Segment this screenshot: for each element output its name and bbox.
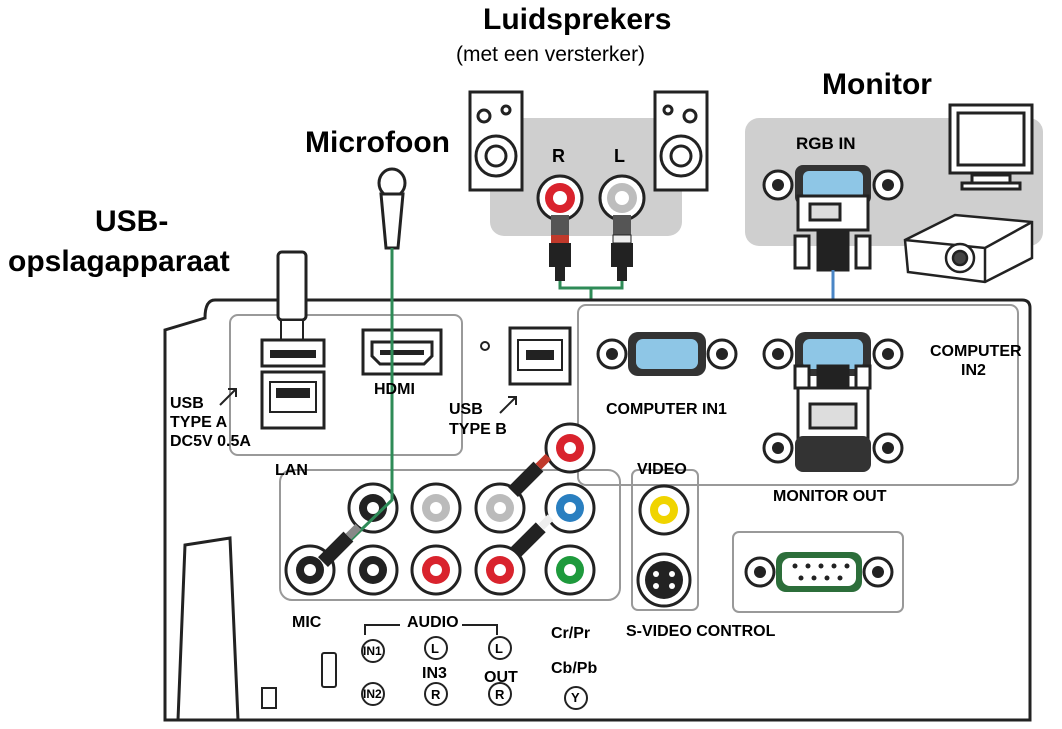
computer-group [577,304,1019,486]
video-group [631,469,699,611]
mic-label: MIC [292,614,322,631]
jack-y [544,544,596,596]
computer-in2-label-2: IN2 [961,362,986,379]
in1-label: IN1 [363,644,382,658]
usb-b-arrow-icon [499,396,517,414]
video-label: VIDEO [637,461,687,478]
jack-cb-pb [544,482,596,534]
usb-type-b-label-1: USB [449,401,483,418]
microphone-icon [377,167,407,250]
usb-storage-heading-2: opslagapparaat [8,245,230,278]
audio-jacks [284,422,596,596]
circled-labels [361,636,588,710]
jack-out-l [474,482,526,534]
speaker-right-label: R [552,146,565,166]
audio-bracket [364,624,498,635]
speaker-left-label: L [614,146,625,166]
speaker-jack-right [536,174,584,222]
jack-red-top [544,422,596,474]
usb-stick-icon [276,250,308,341]
microphone-heading: Microfoon [305,126,450,159]
audio-out-plug-1 [508,453,552,497]
out-label: OUT [484,669,518,686]
usb-type-a-label-1: USB [170,395,204,412]
computer-in1-port [596,332,738,376]
hdmi-label: HDMI [374,381,415,398]
rca-plug-right [549,215,571,281]
computer-in2-port [762,332,904,376]
cb-pb-label: Cb/Pb [551,660,598,677]
projector-icon [903,213,1034,284]
speakers-heading: Luidsprekers [483,3,672,36]
jack-in3-l [410,482,462,534]
audio-label: AUDIO [407,614,459,631]
control-group [732,531,904,613]
jack-in2-top [347,482,399,534]
lan-port [260,370,326,430]
usb-type-a-label-3: DC5V 0.5A [170,433,251,450]
in3-label: IN3 [422,665,447,682]
lock-icon [261,687,277,709]
s-video-control-label: S-VIDEO CONTROL [626,623,776,640]
s-video-jack [636,552,692,608]
jack-in3-r [410,544,462,596]
rca-plug-left [611,215,633,281]
rgb-in-label: RGB IN [796,134,856,153]
usb-a-arrow-icon [219,388,237,406]
rgb-in-port [762,165,904,205]
usb-type-a-port [260,338,326,368]
mic-plug [318,523,362,567]
usb-storage-heading-1: USB- [95,205,169,238]
speaker-right-icon [468,90,524,192]
y-label: Y [571,690,580,705]
monitor-icon [948,103,1034,191]
lan-label: LAN [275,462,308,479]
speakers-subheading: (met een versterker) [456,43,646,66]
vga-plug-bottom [793,364,872,446]
in2-label: IN2 [363,687,382,701]
audio-group [279,469,621,601]
monitor-out-label: MONITOR OUT [773,488,887,505]
usb-lan-group [229,314,463,456]
speaker-left-icon [653,90,709,192]
jack-out-r [474,544,526,596]
usb-type-b-port [508,326,572,386]
antenna-icon [176,536,240,722]
cr-pr-label: Cr/Pr [551,625,591,642]
computer-in2-label-1: COMPUTER [930,343,1022,360]
computer-in1-label: COMPUTER IN1 [606,401,727,418]
out-l-label: L [495,641,503,656]
vga-plug-top [793,194,872,272]
monitor-out-port [762,432,904,472]
usb-type-a-label-2: TYPE A [170,414,228,431]
in3-l-label: L [431,641,439,656]
monitor-heading: Monitor [822,68,932,101]
out-r-label: R [495,687,505,702]
jack-in1 [347,544,399,596]
audio-out-plug-2 [510,514,554,558]
control-port [744,552,894,592]
speaker-jack-left [598,174,646,222]
hdmi-port [361,328,443,376]
usb-type-b-label-2: TYPE B [449,421,507,438]
in3-r-label: R [431,687,441,702]
video-jack [638,484,690,536]
slot-icon [321,652,337,688]
indicator-dot [480,341,490,351]
